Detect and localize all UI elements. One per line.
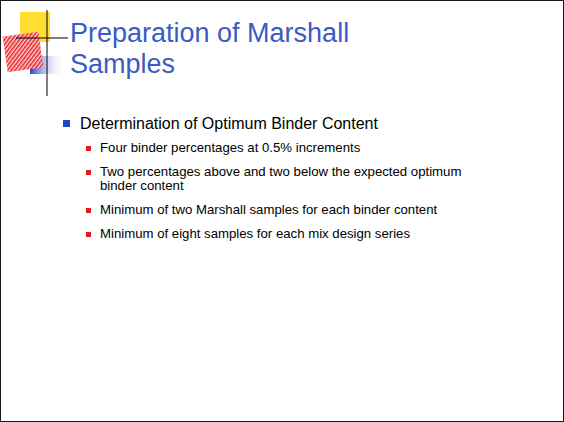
sub-bullet-text: Two percentages above and two below the … [100,165,500,193]
sub-bullet-text: Four binder percentages at 0.5% incremen… [100,141,500,155]
horizontal-rule [16,38,68,39]
sub-bullet-square [86,170,91,175]
bullet-text: Determination of Optimum Binder Content [80,114,520,133]
sub-bullet-square [86,146,91,151]
bullet-square [63,120,70,127]
slide-title: Preparation of Marshall Samples [70,18,370,80]
sub-bullet-square [86,208,91,213]
sub-bullet-text: Minimum of eight samples for each mix de… [100,227,500,241]
sub-bullet-square [86,232,91,237]
sub-bullet-text: Minimum of two Marshall samples for each… [100,203,500,217]
vertical-rule [47,10,48,96]
